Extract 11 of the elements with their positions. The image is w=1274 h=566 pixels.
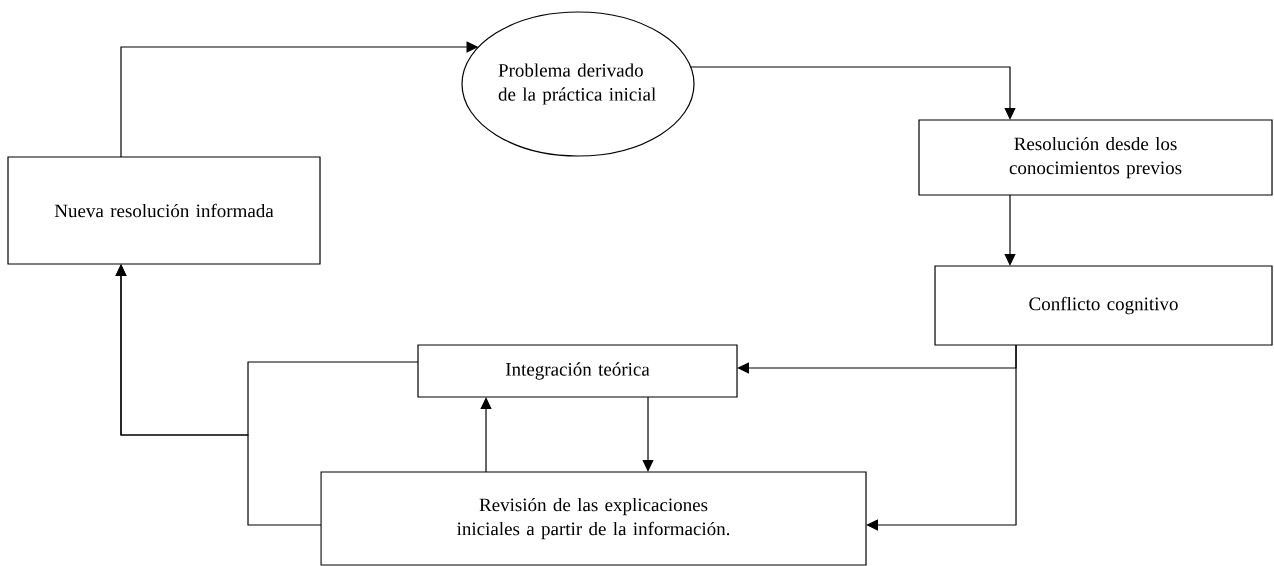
arrow	[1004, 194, 1016, 266]
arrow	[690, 66, 1016, 120]
process-box: Integración teórica	[417, 344, 738, 398]
arrow	[642, 396, 654, 472]
process-box: Resolución desde los conocimientos previos	[918, 119, 1273, 196]
arrow	[480, 397, 492, 473]
process-box: Revisión de las explicaciones iniciales a partir de la información.	[320, 471, 867, 566]
arrow	[115, 264, 322, 526]
arrow	[866, 344, 1017, 531]
process-box: Nueva resolución informada	[7, 156, 321, 265]
process-box: Conflicto cognitivo	[934, 265, 1273, 346]
